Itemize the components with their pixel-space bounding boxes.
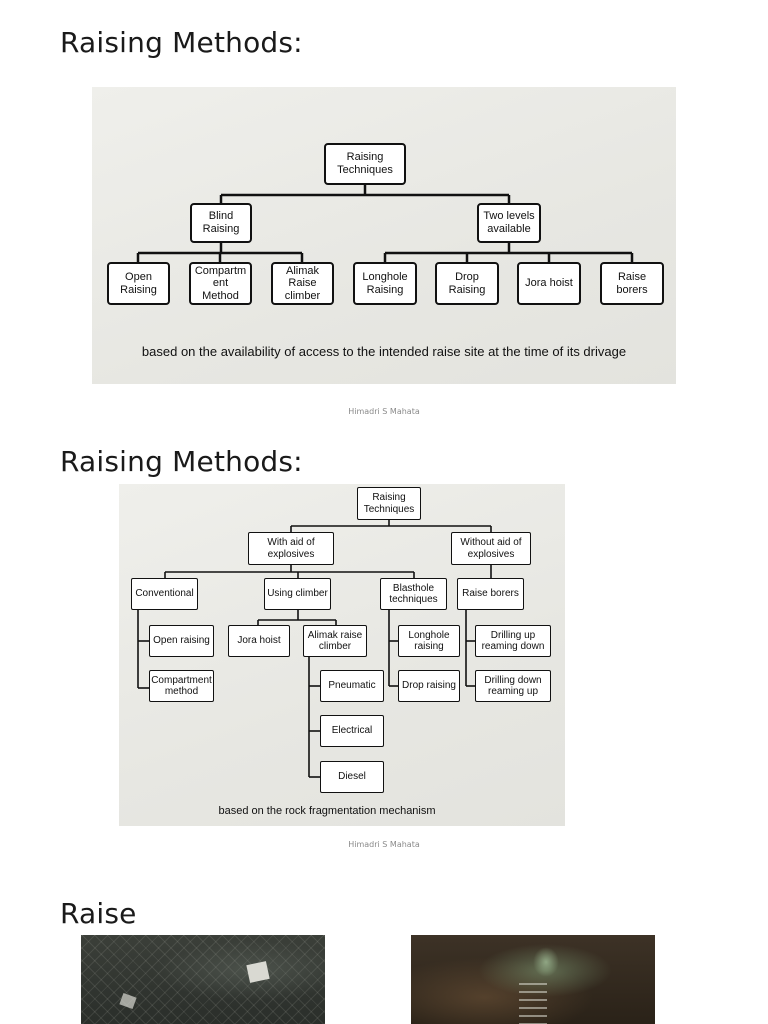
node-blasthole-techniques: Blasthole techniques [380,578,447,610]
slide2-footer: Himadri S Mahata [348,840,420,849]
node-jora-hoist: Jora hoist [517,262,581,305]
slide3-title: Raise [60,897,137,930]
paper-tag [119,992,137,1010]
node-raise-borers-2: Raise borers [457,578,524,610]
node-drilling-down-reaming-up: Drilling down reaming up [475,670,551,702]
ladder-rails [519,983,547,1024]
node-using-climber: Using climber [264,578,331,610]
node-blind-raising: Blind Raising [190,203,252,243]
node-without-aid-of-explosives: Without aid of explosives [451,532,531,565]
node-pneumatic: Pneumatic [320,670,384,702]
slide1-footer: Himadri S Mahata [348,407,420,416]
node-open-raising: Open Raising [107,262,170,305]
slide1-diagram-panel: Raising Techniques Blind Raising Two lev… [92,87,676,384]
node-raise-borers: Raise borers [600,262,664,305]
node-drop-raising: Drop Raising [435,262,499,305]
slide1-title: Raising Methods: [60,26,303,59]
node-electrical: Electrical [320,715,384,747]
tunnel-light [533,947,559,977]
node-drop-raising-2: Drop raising [398,670,460,702]
slide2-title: Raising Methods: [60,445,303,478]
node-longhole-raising-2: Longhole raising [398,625,460,657]
node-longhole-raising: Longhole Raising [353,262,417,305]
node-drilling-up-reaming-down: Drilling up reaming down [475,625,551,657]
node-diesel: Diesel [320,761,384,793]
node-two-levels-available: Two levels available [477,203,541,243]
node-with-aid-of-explosives: With aid of explosives [248,532,334,565]
node-compartment-method: Compartm ent Method [189,262,252,305]
slide1-connectors [136,185,634,262]
node-raising-techniques: Raising Techniques [324,143,406,185]
slide2-caption: based on the rock fragmentation mechanis… [218,805,436,817]
node-open-raising-2: Open raising [149,625,214,657]
node-raising-techniques-2: Raising Techniques [357,487,421,520]
slide2-connectors [137,520,492,778]
node-conventional: Conventional [131,578,198,610]
node-alimak-raise-climber-2: Alimak raise climber [303,625,367,657]
slide1-caption: based on the availability of access to t… [141,344,627,359]
raise-photo-mesh [81,935,325,1024]
node-jora-hoist-2: Jora hoist [228,625,290,657]
slide2-diagram-panel: Raising Techniques With aid of explosive… [119,484,565,826]
paper-tag [246,961,270,983]
node-compartment-method-2: Compartment method [149,670,214,702]
raise-photo-tunnel [411,935,655,1024]
node-alimak-raise-climber: Alimak Raise climber [271,262,334,305]
